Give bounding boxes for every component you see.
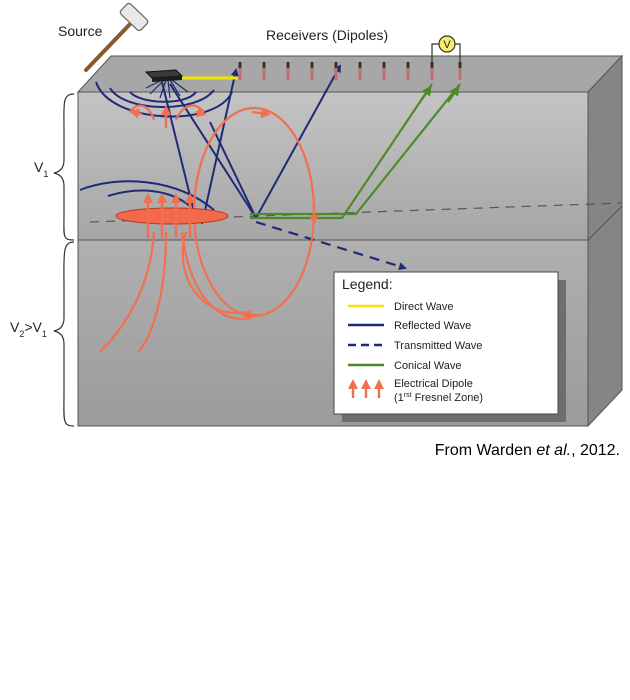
reflected-wavefronts [79,81,233,211]
transmitted-ray [255,220,407,271]
layer2-velocity-label: V2>V1 [10,319,47,339]
field-arrow-top [251,108,271,119]
brace-layer-1 [53,93,75,241]
legend-label-dipole-zone: (1rst Fresnel Zone) [394,392,483,404]
legend-box [333,271,559,415]
conical-arrow-1 [419,85,432,103]
citation: From Warden et al., 2012. [380,442,620,460]
field-arrow-left2 [195,107,207,118]
receivers [238,62,462,80]
dipole-arrows [143,193,195,238]
side-interface-line [587,205,623,241]
fresnel-zone-ellipse [115,207,229,225]
legend: Legend: Direct Wave Reflected Wave Trans… [333,271,566,422]
voltmeter-label: V [443,39,451,51]
receivers-label: Receivers (Dipoles) [266,27,388,43]
citation-suffix: , 2012. [571,442,620,459]
brace-layer-2 [53,241,75,427]
field-arrow-left [129,108,143,119]
citation-prefix: From Warden [434,442,537,459]
legend-label-conical: Conical Wave [394,360,461,372]
source-label: Source [58,23,103,39]
voltmeter-icon: V [431,35,461,62]
source-plate [144,69,189,99]
block-side-face [587,54,623,428]
citation-italic: et al. [536,442,572,459]
legend-label-reflected: Reflected Wave [394,320,471,332]
legend-label-transmitted: Transmitted Wave [394,340,482,352]
conical-arrow-2 [447,85,460,103]
hammer-icon [84,2,149,72]
legend-swatch-dipole [348,379,384,398]
legend-title: Legend: [342,276,393,292]
layer1-velocity-label: V1 [34,159,48,179]
legend-label-direct: Direct Wave [394,301,454,313]
legend-label-dipole: Electrical Dipole [394,378,473,390]
conical-wave [250,83,461,220]
